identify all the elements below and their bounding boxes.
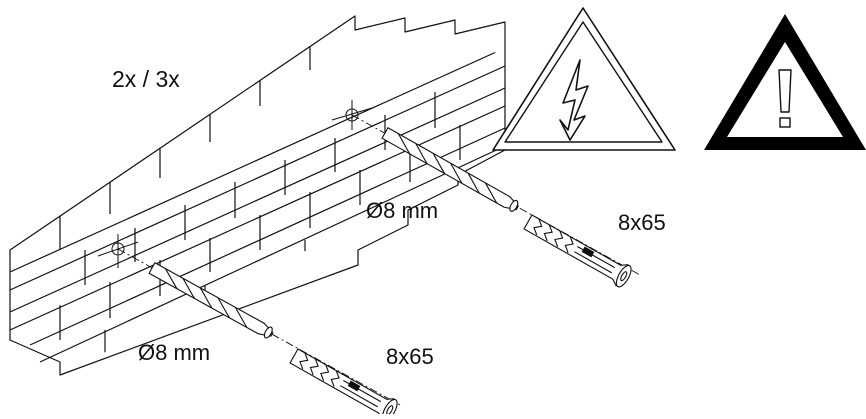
brick-wall — [9, 15, 506, 376]
high-voltage-warning-icon — [492, 7, 676, 151]
drill-bit-upper — [381, 127, 519, 212]
wall-plug-upper — [523, 214, 632, 288]
drill-bit-lower — [148, 262, 274, 339]
drill-size-label-lower: Ø8 mm — [138, 340, 210, 365]
exclamation-warning-icon — [704, 14, 866, 150]
quantity-label: 2x / 3x — [112, 66, 180, 92]
wall-plug-lower — [289, 348, 398, 419]
plug-size-label-upper: 8x65 — [618, 210, 666, 235]
drill-size-label-upper: Ø8 mm — [366, 198, 438, 223]
plug-size-label-lower: 8x65 — [386, 344, 434, 369]
